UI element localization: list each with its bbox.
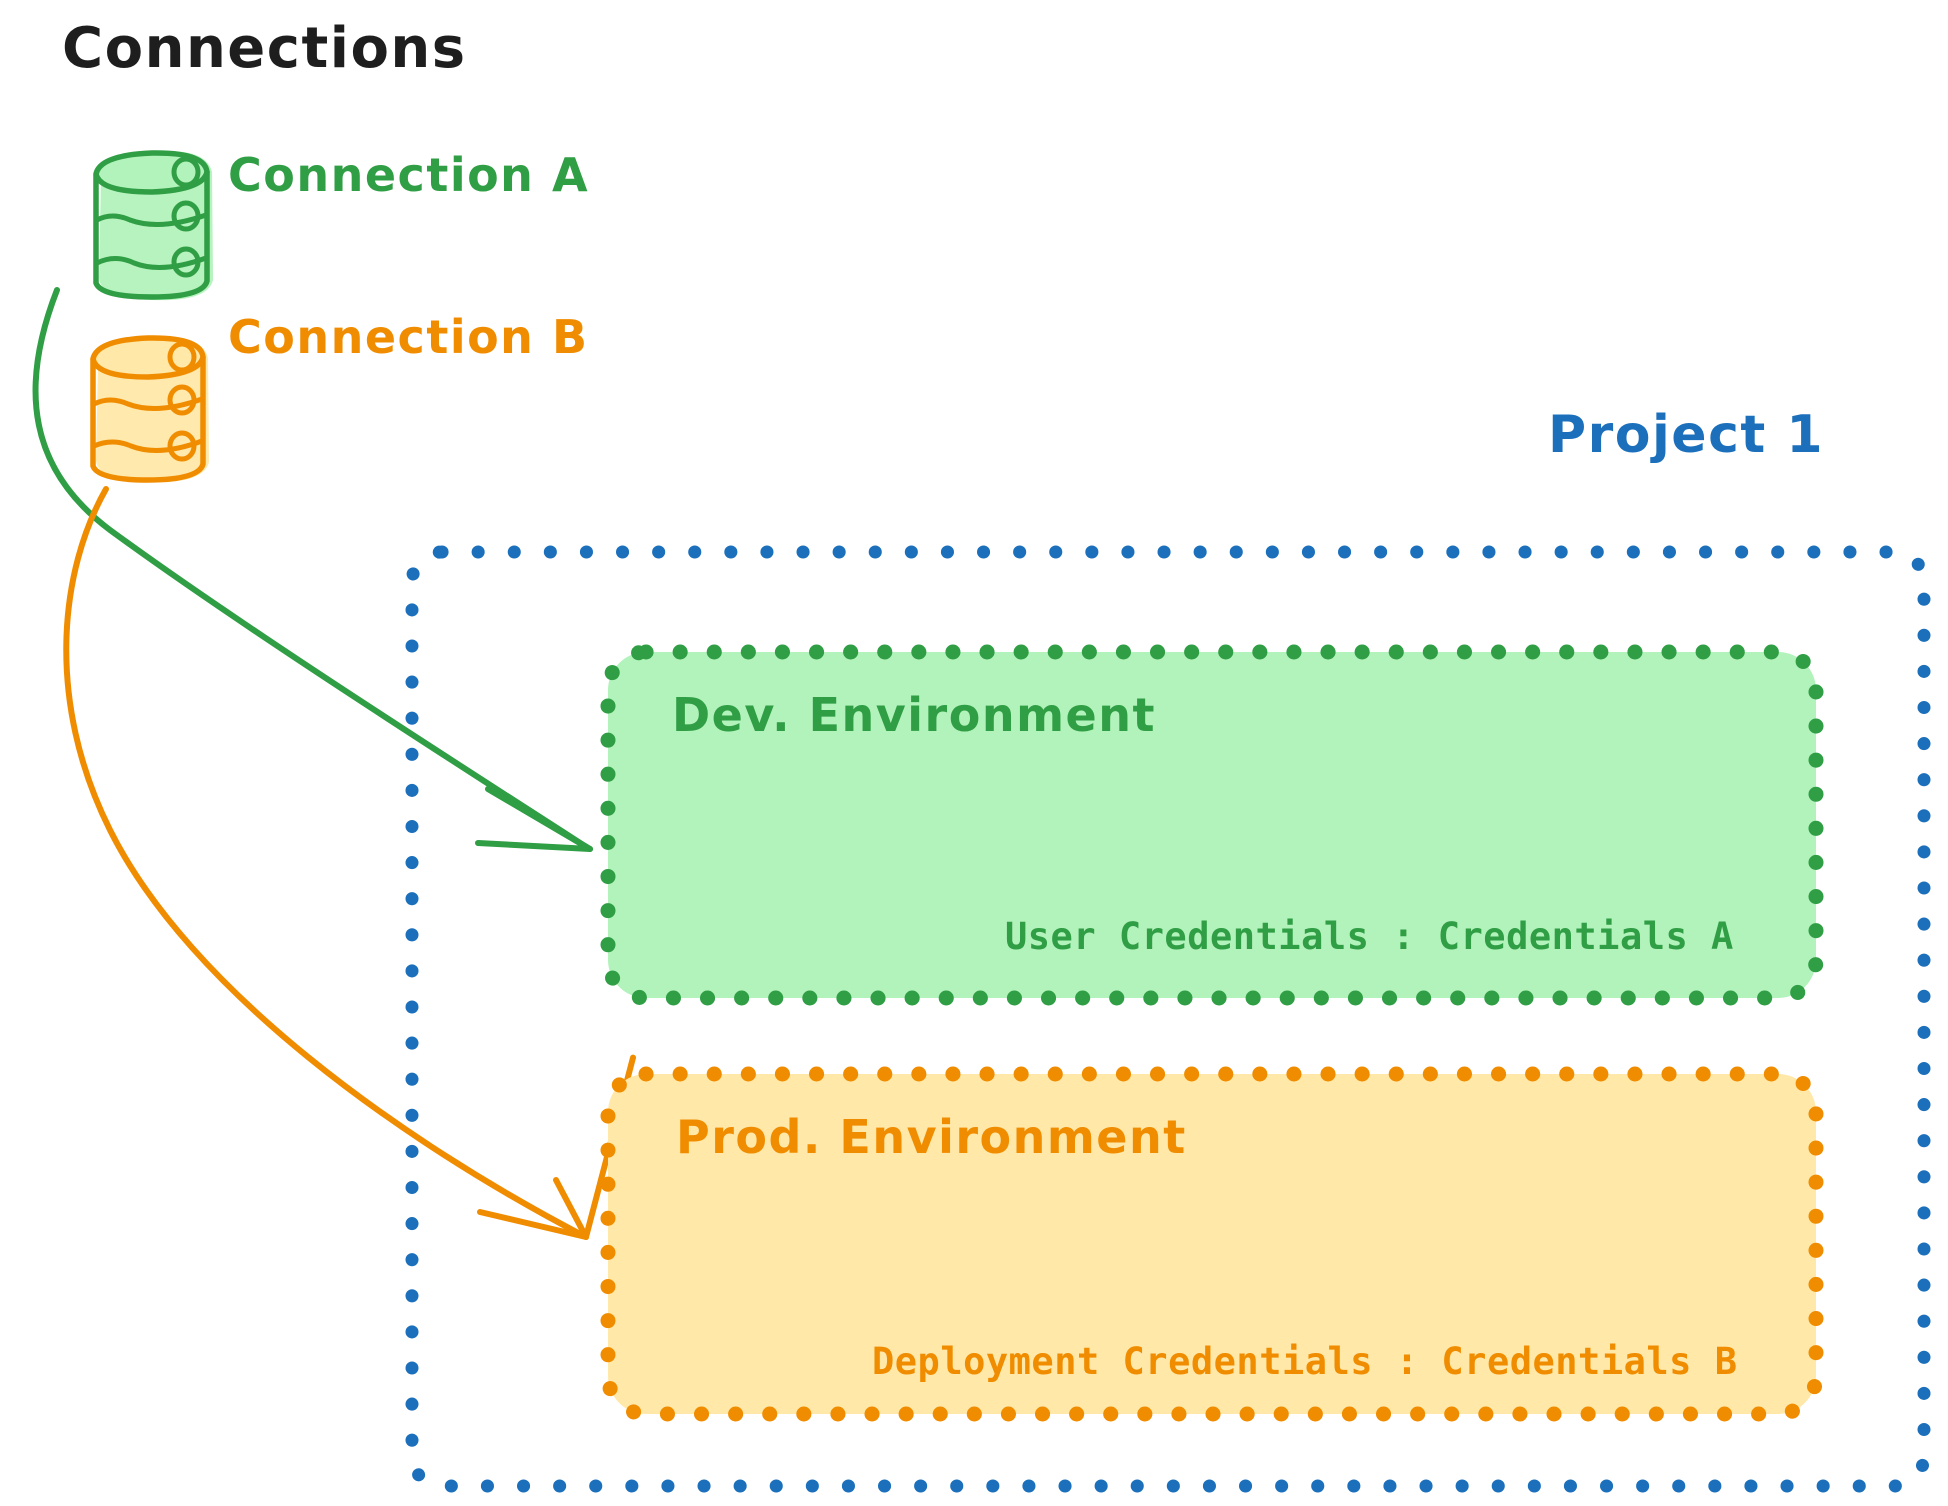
prod-environment-box-fill — [608, 1074, 1816, 1414]
prod-environment-box-border[interactable] — [600, 1066, 1824, 1422]
arrow-connection-a-to-dev — [32, 287, 593, 852]
database-icon-connection-b[interactable] — [90, 335, 209, 483]
dev-environment-box-border[interactable] — [600, 644, 1824, 1006]
project-container-border — [405, 545, 1931, 1493]
project-title: Project 1 — [1548, 405, 1825, 465]
connection-a-label[interactable]: Connection A — [228, 148, 590, 202]
database-icon-connection-a[interactable] — [93, 150, 213, 301]
dev-environment-box-fill — [608, 652, 1816, 998]
connection-b-label[interactable]: Connection B — [228, 310, 589, 364]
dev-environment-title: Dev. Environment — [672, 688, 1156, 742]
prod-environment-title: Prod. Environment — [676, 1110, 1187, 1164]
page-title: Connections — [62, 16, 467, 81]
arrow-connection-b-to-prod — [63, 486, 637, 1240]
prod-environment-credentials: Deployment Credentials : Credentials B — [872, 1340, 1738, 1383]
dev-environment-credentials: User Credentials : Credentials A — [1005, 915, 1734, 958]
